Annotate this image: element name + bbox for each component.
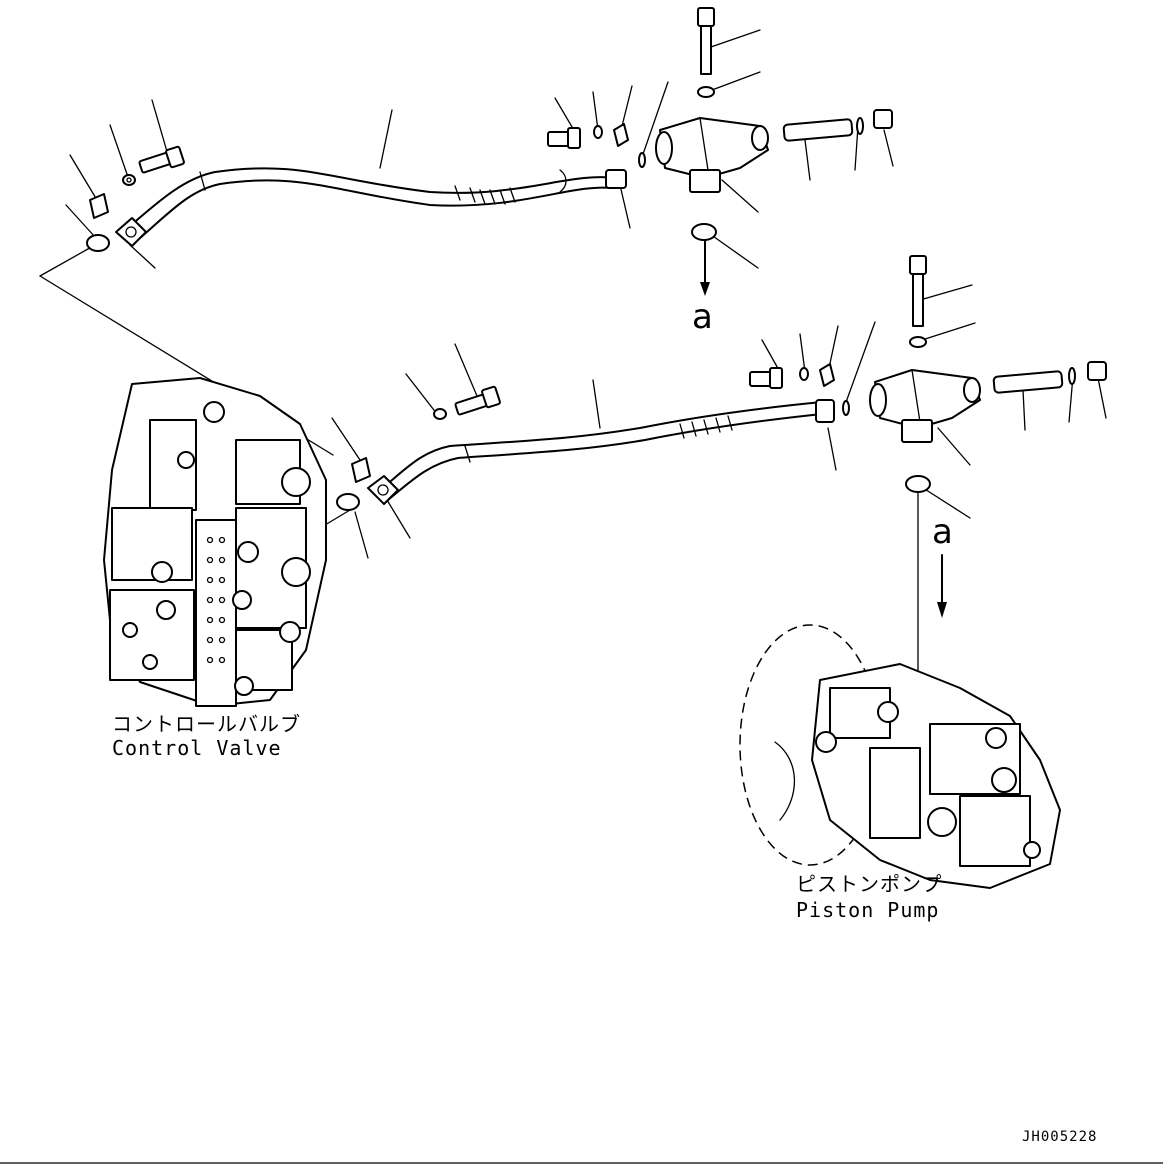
control-valve-label-en: Control Valve — [112, 736, 282, 760]
control-valve-illustration — [103, 377, 327, 707]
control-valve-label-jp: コントロールバルブ — [112, 712, 301, 736]
upper-hose — [89, 167, 627, 247]
upper-bolt-left — [122, 145, 185, 186]
lower-hose — [336, 399, 835, 511]
lower-right-fittings — [749, 363, 850, 416]
lower-pin-and-plug — [992, 361, 1107, 394]
piston-pump-label-jp: ピストンポンプ — [796, 872, 943, 896]
upper-right-fittings — [547, 123, 646, 168]
lower-swivel-block — [869, 255, 981, 493]
callout-leaders — [65, 29, 1107, 559]
upper-swivel-block — [655, 7, 769, 241]
piston-pump-label-en: Piston Pump — [796, 898, 940, 922]
drawing-number: JH005228 — [1022, 1129, 1098, 1145]
upper-pin-and-plug — [782, 109, 893, 142]
lower-bolt-left — [433, 385, 501, 420]
piston-pump-illustration — [739, 624, 1061, 889]
reference-label-a-lower: a — [932, 512, 953, 552]
reference-label-a-upper: a — [692, 297, 713, 337]
upper-oring-left — [86, 234, 110, 252]
